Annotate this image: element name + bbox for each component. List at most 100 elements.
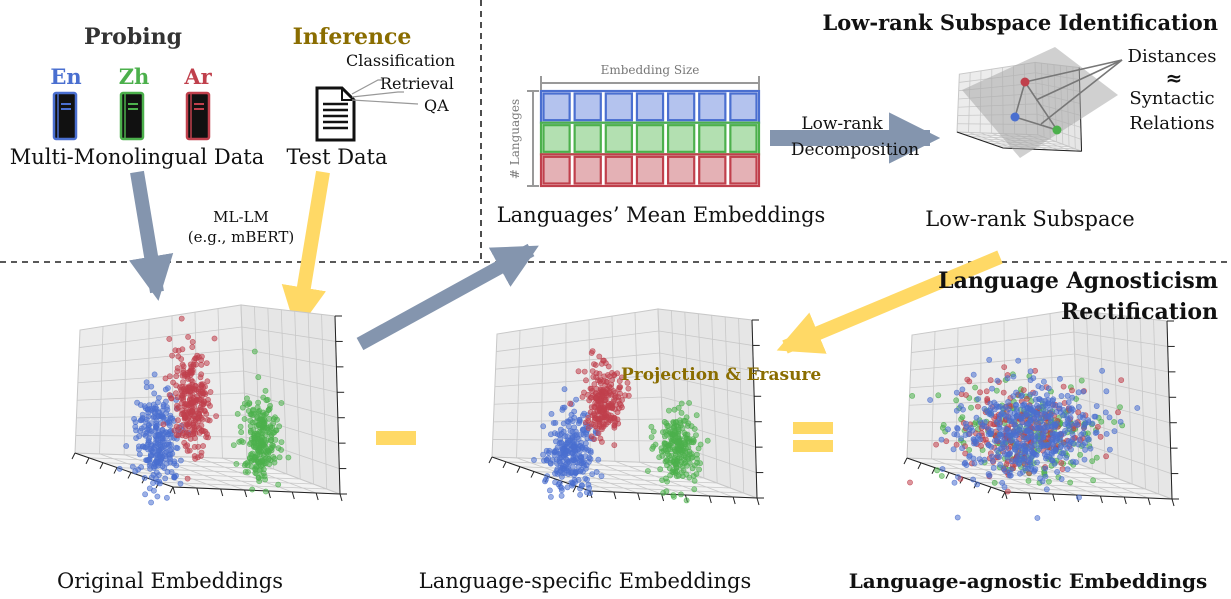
embedding-point (609, 377, 616, 383)
embedding-point (185, 421, 192, 427)
embedding-point (591, 436, 598, 442)
embedding-point (970, 476, 976, 483)
embedding-point (578, 431, 584, 438)
embedding-point (176, 424, 182, 431)
embedding-point (138, 425, 145, 432)
probing-title: Probing (84, 24, 182, 50)
embedding-point (1025, 452, 1032, 459)
plot-tick (502, 461, 507, 469)
embedding-point (1057, 430, 1064, 437)
embedding-point (1117, 404, 1123, 410)
embedding-point (1065, 399, 1072, 406)
embedding-point (581, 368, 588, 375)
embedding-point (601, 373, 608, 380)
embedding-point (935, 392, 942, 399)
embedding-point (1041, 378, 1047, 385)
embedding-point (999, 410, 1005, 417)
embedding-point (1069, 394, 1076, 401)
embedding-point (678, 469, 685, 476)
embedding-point (187, 371, 194, 378)
plot-language-agnostic-embeddings (903, 309, 1179, 521)
embedding-point (962, 432, 969, 438)
embedding-point (1076, 494, 1082, 501)
embedding-point (577, 443, 584, 449)
embedding-point (624, 379, 631, 386)
embedding-point (667, 440, 674, 447)
embedding-point (540, 451, 546, 458)
embedding-point (993, 387, 1000, 394)
embedding-point (583, 377, 589, 384)
embedding-point (990, 464, 997, 471)
embedding-point (262, 476, 268, 483)
equals-operator-bottom (793, 440, 833, 452)
decomposition-line2: Decomposition (790, 140, 920, 160)
plot-gridline (77, 370, 338, 393)
matrix-cell (698, 92, 727, 122)
embedding-point (670, 419, 677, 425)
embedding-point (675, 404, 682, 411)
subspace-point-en (1010, 112, 1020, 122)
embedding-point (136, 451, 143, 458)
embedding-point (156, 480, 163, 487)
embedding-point (596, 353, 603, 360)
plot-gridline (634, 312, 640, 463)
embedding-point (269, 442, 275, 449)
model-example: (e.g., mBERT) (187, 228, 295, 246)
subspace-point-zh (1052, 125, 1062, 135)
embedding-point (666, 465, 673, 472)
embedding-point (173, 462, 180, 469)
embedding-point (697, 460, 703, 467)
embedding-point (255, 421, 262, 428)
embedding-point (667, 429, 673, 436)
embedding-point (175, 347, 182, 354)
embedding-point (1078, 377, 1085, 384)
embedding-point (693, 432, 699, 438)
embedding-point (1064, 466, 1071, 473)
embedding-point (155, 460, 162, 466)
embedding-point (1080, 441, 1086, 448)
embedding-point (678, 491, 684, 498)
embedding-point (1002, 468, 1009, 474)
embedding-point (585, 417, 592, 424)
embedding-point (1017, 423, 1024, 430)
embedding-point (276, 423, 283, 430)
embedding-point (190, 363, 197, 369)
embedding-point (1102, 409, 1109, 416)
embedding-point (678, 400, 685, 407)
embedding-point (1003, 444, 1010, 451)
plot-tick (1171, 498, 1175, 507)
embedding-point (1069, 431, 1076, 438)
embedding-point (986, 356, 993, 363)
plot-tick (516, 466, 521, 473)
plot-gridline (75, 435, 340, 469)
mean-embedding-matrix (539, 89, 761, 188)
embedding-point (1081, 456, 1088, 463)
embedding-point (611, 422, 618, 429)
embedding-point (172, 390, 179, 397)
embedding-point (587, 394, 594, 401)
embedding-point (1045, 413, 1052, 420)
embedding-point (161, 465, 168, 471)
embedding-point (173, 444, 180, 451)
embedding-point (652, 441, 659, 448)
embedding-point (1045, 400, 1052, 407)
embedding-point (953, 407, 960, 414)
plot-tick (613, 491, 617, 500)
embedding-point (195, 398, 202, 404)
embedding-point (135, 466, 142, 473)
embedding-point (576, 458, 583, 464)
embedding-point (564, 418, 571, 425)
embedding-point (556, 432, 563, 438)
plot-gridline (909, 375, 1170, 398)
embedding-point (144, 426, 151, 433)
matrix-cell (666, 92, 696, 122)
embedding-point (550, 420, 557, 426)
embedding-point (155, 394, 162, 401)
embedding-point (132, 419, 139, 425)
embedding-point (1005, 398, 1011, 405)
embedding-point (939, 466, 946, 472)
embedding-point (1002, 403, 1009, 410)
plot-tick (1099, 495, 1103, 504)
embedding-point (1060, 383, 1067, 390)
embedding-point (625, 385, 632, 392)
